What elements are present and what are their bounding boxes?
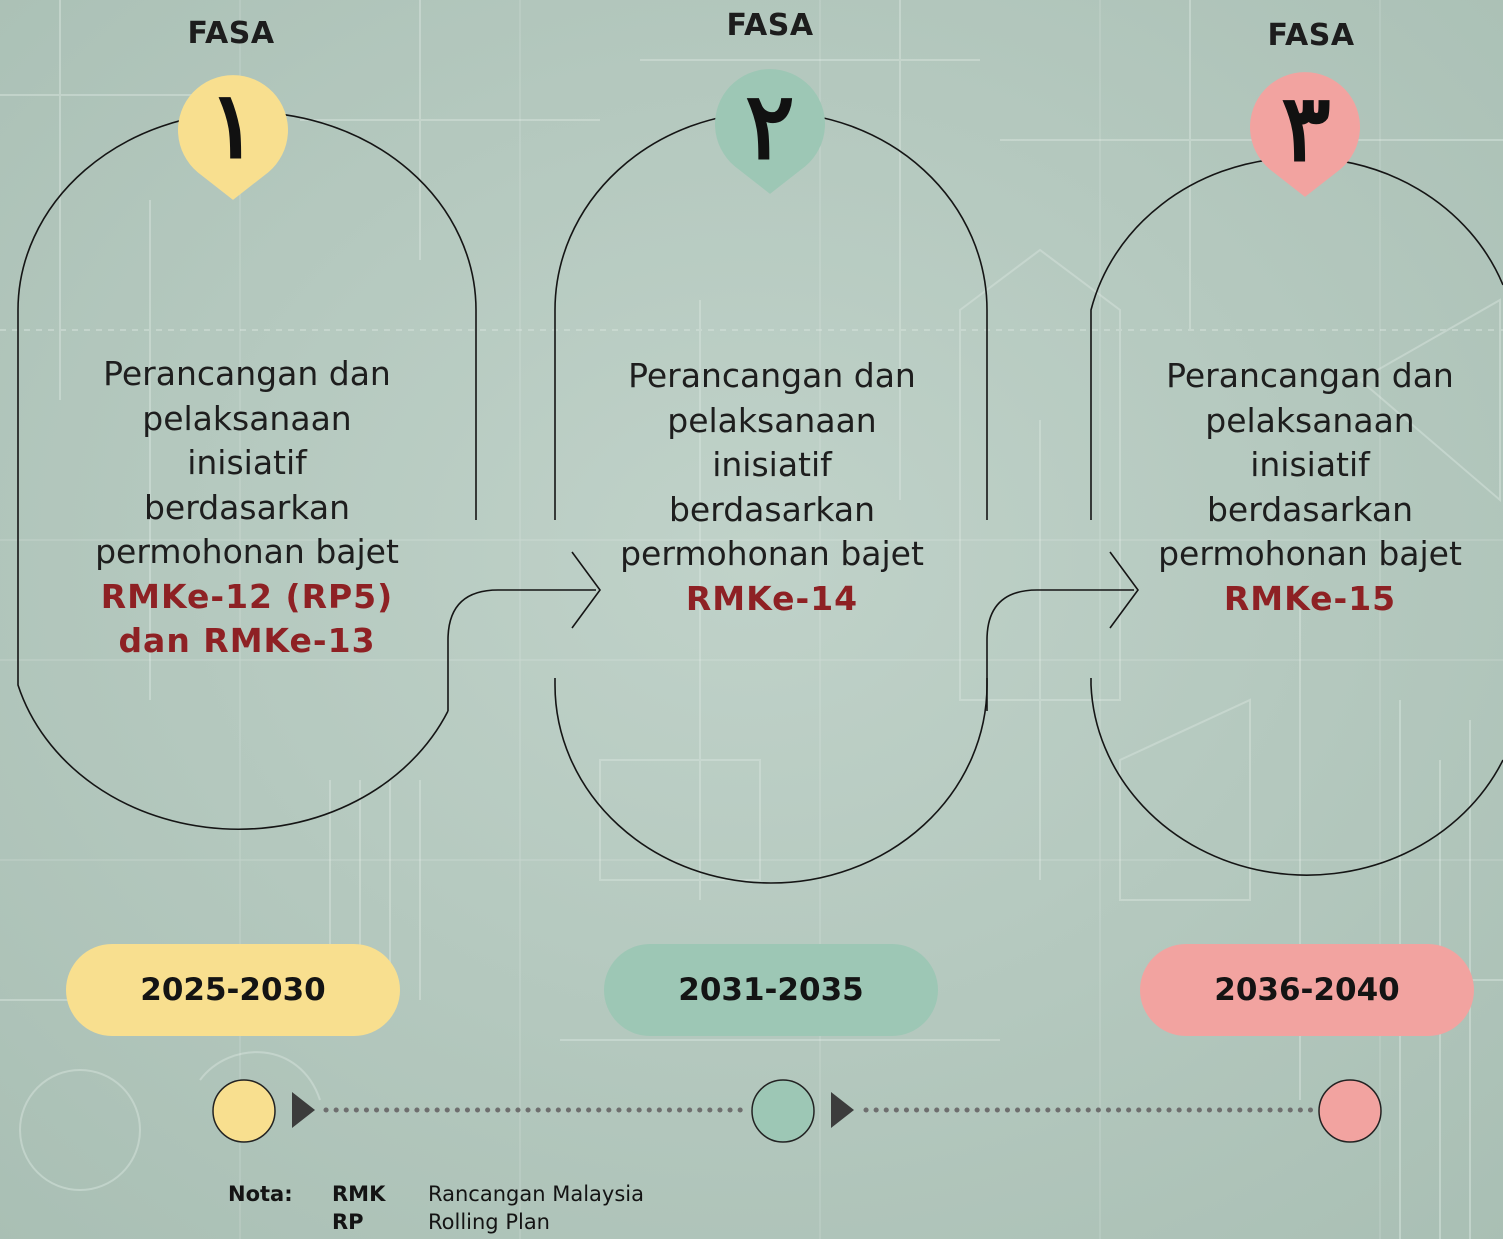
note-label: Nota: xyxy=(228,1182,293,1206)
phase-3-number: ٣ xyxy=(1281,74,1331,182)
phase-3-outline-lower xyxy=(1090,678,1503,876)
phase-1-heading: FASA xyxy=(187,16,275,51)
timeline-dot-1 xyxy=(212,1079,276,1143)
connector-arrow-2 xyxy=(986,589,1134,711)
phase-3-description: Perancangan dan pelaksanaan inisiatif be… xyxy=(1120,354,1500,621)
arrowhead-2 xyxy=(1109,551,1139,629)
phase-3-desc-line: Perancangan dan xyxy=(1166,356,1454,395)
note-meaning-2: Rolling Plan xyxy=(428,1210,550,1234)
phase-2-desc-line: inisiatif xyxy=(712,445,832,484)
phase-3-marker-pin xyxy=(1250,72,1360,197)
timeline-dot-3 xyxy=(1318,1079,1382,1143)
phase-2-heading: FASA xyxy=(726,8,814,43)
phase-1-desc-line: Perancangan dan xyxy=(103,354,391,393)
phase-3-desc-line: permohonan bajet xyxy=(1158,534,1462,573)
phase-3-years: 2036-2040 xyxy=(1140,944,1474,1036)
phase-1-budget-plan: RMKe-12 (RP5) xyxy=(100,576,394,616)
phase-1-outline xyxy=(17,111,477,831)
arrowhead-1 xyxy=(571,551,601,629)
timeline-arrow-1 xyxy=(292,1092,315,1128)
phase-2-description: Perancangan dan pelaksanaan inisiatif be… xyxy=(582,354,962,621)
phase-1-desc-line: pelaksanaan xyxy=(142,398,352,438)
phase-3-desc-line: berdasarkan xyxy=(1206,489,1414,529)
phase-2-outline-lower xyxy=(554,678,988,884)
phase-2-desc-line: permohonan bajet xyxy=(620,534,924,573)
phase-2-budget-plan: RMKe-14 xyxy=(685,578,859,618)
note-abbr-2: RP xyxy=(332,1210,364,1234)
phase-1-years: 2025-2030 xyxy=(66,944,400,1036)
phase-2-number: ٢ xyxy=(745,72,795,180)
connector-arrow-1 xyxy=(447,589,596,711)
phase-1-number: ١ xyxy=(208,71,258,179)
phase-2-years: 2031-2035 xyxy=(604,944,938,1036)
phase-2-desc-line: Perancangan dan xyxy=(628,356,916,395)
note-abbr-1: RMK xyxy=(332,1182,386,1206)
phase-3-heading: FASA xyxy=(1267,18,1355,53)
phase-2-desc-line: pelaksanaan xyxy=(667,400,877,440)
phase-1-marker-pin xyxy=(178,75,288,200)
phase-1-desc-line: inisiatif xyxy=(187,443,307,482)
phase-3-desc-line: pelaksanaan xyxy=(1205,400,1415,440)
phase-3-budget-plan: RMKe-15 xyxy=(1223,578,1397,618)
phase-1-budget-plan: dan RMKe-13 xyxy=(118,621,376,660)
phase-2-desc-line: berdasarkan xyxy=(668,489,876,529)
phase-1-desc-line: permohonan bajet xyxy=(95,532,399,571)
phase-2-marker-pin xyxy=(714,69,825,194)
phase-1-desc-line: berdasarkan xyxy=(143,487,351,527)
timeline-arrow-2 xyxy=(831,1092,854,1128)
timeline-dot-2 xyxy=(751,1079,815,1143)
phase-1-description: Perancangan dan pelaksanaan inisiatif be… xyxy=(57,352,437,664)
phase-3-desc-line: inisiatif xyxy=(1250,445,1370,484)
note-meaning-1: Rancangan Malaysia xyxy=(428,1182,644,1206)
